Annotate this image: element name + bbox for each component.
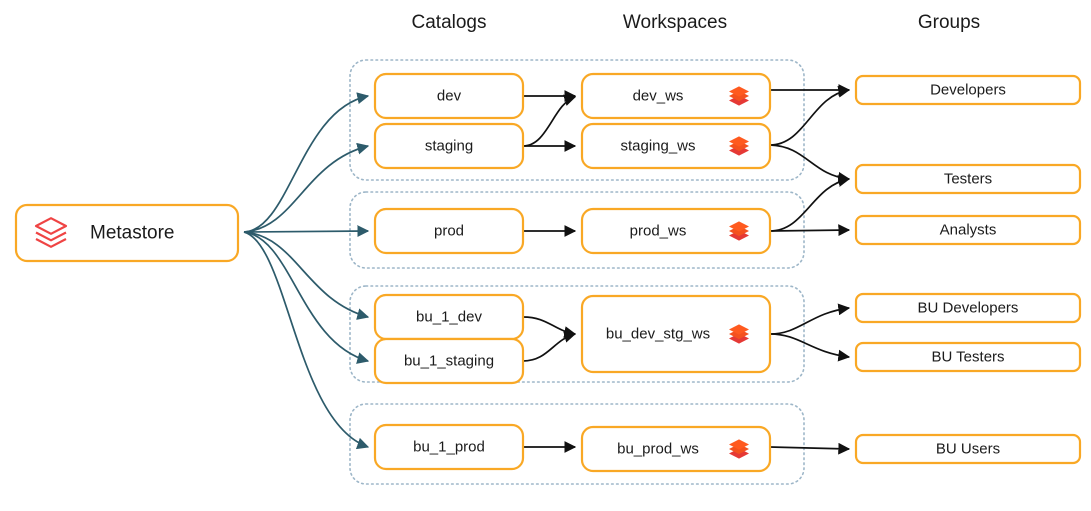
column-headers: Catalogs Workspaces Groups [412, 12, 981, 33]
edge-bu_1_dev-to-bu_dev_stg_ws [522, 316, 577, 338]
edge-staging-to-dev_ws [522, 94, 577, 147]
edge-prod_ws-to-analysts [769, 224, 851, 237]
environment-container-env-dev-staging [349, 59, 805, 181]
catalog-box [373, 337, 525, 385]
edge-bu_1_staging-to-bu_dev_stg_ws [522, 331, 577, 362]
catalog-label: staging [425, 138, 473, 155]
metastore-node[interactable]: Metastore [14, 203, 240, 263]
edge-staging_ws-to-developers [769, 85, 851, 146]
catalog-label: bu_1_dev [416, 309, 482, 326]
group-node-bu_users[interactable]: BU Users [854, 433, 1082, 465]
catalog-node-staging[interactable]: staging [373, 122, 525, 170]
catalog-box [373, 207, 525, 255]
workspace-node-dev_ws[interactable]: dev_ws [580, 72, 772, 120]
catalog-node-dev[interactable]: dev [373, 72, 525, 120]
workspace-box [580, 294, 772, 374]
group-node-bu_testers[interactable]: BU Testers [854, 341, 1082, 373]
group-label: Developers [930, 82, 1006, 99]
group-box [854, 433, 1082, 465]
edge-metastore-to-bu_1_staging [243, 231, 370, 364]
group-node-analysts[interactable]: Analysts [854, 214, 1082, 246]
workspace-box [580, 425, 772, 473]
catalog-node-bu_1_prod[interactable]: bu_1_prod [373, 423, 525, 471]
metastore-box [14, 203, 240, 263]
workspace-label: bu_prod_ws [617, 441, 699, 458]
edge-metastore-to-bu_1_prod [243, 231, 370, 450]
catalog-label: dev [437, 88, 462, 105]
environment-container-env-prod [349, 191, 805, 269]
catalog-label: prod [434, 223, 464, 240]
workspace-node-bu_dev_stg_ws[interactable]: bu_dev_stg_ws [580, 294, 772, 374]
workspace-node-bu_prod_ws[interactable]: bu_prod_ws [580, 425, 772, 473]
workspace-label: staging_ws [620, 138, 695, 155]
workspace-box [580, 207, 772, 255]
catalog-box [373, 122, 525, 170]
workspace-box [580, 72, 772, 120]
group-box [854, 292, 1082, 324]
nodes-layer: Metastore dev staging prod bu_1_dev bu_1_stag… [14, 72, 1082, 473]
column-header-catalogs: Catalogs [412, 12, 487, 33]
group-node-testers[interactable]: Testers [854, 163, 1082, 195]
group-label: BU Users [936, 441, 1000, 458]
environment-containers [349, 59, 805, 485]
edge-metastore-to-prod [243, 225, 370, 238]
group-label: Analysts [940, 222, 997, 239]
catalog-node-bu_1_staging[interactable]: bu_1_staging [373, 337, 525, 385]
group-box [854, 74, 1082, 106]
column-header-groups: Groups [918, 12, 980, 33]
group-box [854, 214, 1082, 246]
edge-prod_ws-to-testers [769, 175, 851, 232]
group-box [854, 341, 1082, 373]
edge-bu_dev_stg_ws-to-bu_developers [769, 303, 851, 335]
workspace-label: prod_ws [630, 223, 687, 240]
environment-container-env-bu-dev-stg [349, 285, 805, 383]
workspace-node-prod_ws[interactable]: prod_ws [580, 207, 772, 255]
workspace-label: dev_ws [633, 88, 684, 105]
edges-layer [243, 84, 851, 455]
edge-bu_prod_ws-to-bu_users [769, 442, 851, 455]
group-label: BU Developers [918, 300, 1019, 317]
workspace-node-staging_ws[interactable]: staging_ws [580, 122, 772, 170]
workspace-box [580, 122, 772, 170]
group-node-bu_developers[interactable]: BU Developers [854, 292, 1082, 324]
catalog-box [373, 72, 525, 120]
catalog-label: bu_1_prod [413, 439, 485, 456]
edge-metastore-to-staging [243, 142, 370, 233]
group-box [854, 163, 1082, 195]
catalog-node-prod[interactable]: prod [373, 207, 525, 255]
catalog-node-bu_1_dev[interactable]: bu_1_dev [373, 293, 525, 341]
group-label: Testers [944, 171, 992, 188]
catalog-label: bu_1_staging [404, 353, 494, 370]
catalog-box [373, 423, 525, 471]
column-header-workspaces: Workspaces [623, 12, 727, 33]
metastore-label: Metastore [90, 223, 174, 244]
edge-metastore-to-dev [243, 92, 370, 233]
group-label: BU Testers [931, 349, 1004, 366]
workspace-label: bu_dev_stg_ws [606, 326, 710, 343]
group-node-developers[interactable]: Developers [854, 74, 1082, 106]
edge-metastore-to-bu_1_dev [243, 231, 370, 320]
environment-container-env-bu-prod [349, 403, 805, 485]
edge-staging_ws-to-testers [769, 144, 851, 184]
edge-bu_dev_stg_ws-to-bu_testers [769, 333, 851, 362]
